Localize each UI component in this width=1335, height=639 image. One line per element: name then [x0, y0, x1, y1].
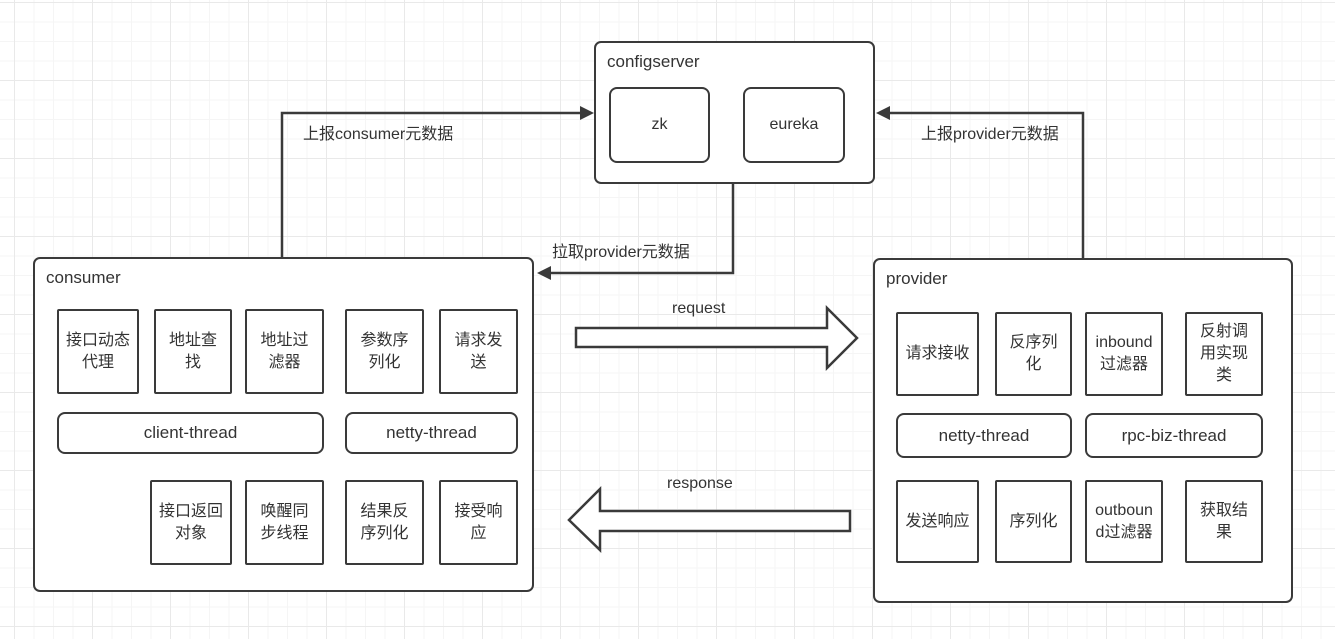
edge-provider-to-configserver	[888, 111, 1085, 258]
consumer-step-address-filter: 地址过滤器	[245, 309, 324, 394]
provider-step-serialize: 序列化	[995, 480, 1072, 563]
arrowhead-consumer-to-configserver	[580, 106, 594, 120]
provider-title: provider	[886, 269, 948, 288]
configserver-title: configserver	[607, 52, 700, 71]
arrowhead-provider-to-configserver	[876, 106, 890, 120]
label-report-provider-metadata: 上报provider元数据	[921, 126, 1059, 143]
provider-step-outbound-filter: outbound过滤器	[1085, 480, 1163, 563]
provider-step-get-result: 获取结果	[1185, 480, 1263, 563]
label-pull-provider-metadata: 拉取provider元数据	[552, 244, 690, 261]
provider-step-deserialize: 反序列化	[995, 312, 1072, 396]
edge-configserver-to-consumer	[549, 184, 735, 275]
request-block-arrow	[574, 304, 859, 372]
provider-step-request-receive: 请求接收	[896, 312, 979, 396]
provider-step-send-response: 发送响应	[896, 480, 979, 563]
provider-netty-thread: netty-thread	[896, 413, 1072, 458]
label-response: response	[667, 475, 733, 492]
consumer-client-thread: client-thread	[57, 412, 324, 454]
consumer-step-request-send: 请求发送	[439, 309, 518, 394]
consumer-netty-thread: netty-thread	[345, 412, 518, 454]
consumer-step-result-deserialize: 结果反序列化	[345, 480, 424, 565]
provider-step-inbound-filter: inbound过滤器	[1085, 312, 1163, 396]
zk-box: zk	[609, 87, 710, 163]
consumer-step-address-lookup: 地址查找	[154, 309, 232, 394]
provider-rpc-biz-thread: rpc-biz-thread	[1085, 413, 1263, 458]
response-block-arrow	[567, 485, 852, 553]
consumer-step-dynamic-proxy: 接口动态代理	[57, 309, 139, 394]
eureka-box: eureka	[743, 87, 845, 163]
consumer-step-param-serialize: 参数序列化	[345, 309, 424, 394]
arrowhead-configserver-to-consumer	[537, 266, 551, 280]
label-request: request	[672, 300, 726, 317]
configserver-node: configserver zk eureka	[594, 41, 875, 184]
provider-step-reflect-invoke: 反射调用实现类	[1185, 312, 1263, 396]
consumer-node: consumer 接口动态代理 地址查找 地址过滤器 参数序列化 请求发送 cl…	[33, 257, 534, 592]
consumer-title: consumer	[46, 268, 121, 287]
consumer-step-wake-sync-thread: 唤醒同步线程	[245, 480, 324, 565]
consumer-step-receive-response: 接受响应	[439, 480, 518, 565]
provider-node: provider 请求接收 反序列化 inbound过滤器 反射调用实现类 ne…	[873, 258, 1293, 603]
edge-consumer-to-configserver	[280, 111, 582, 257]
consumer-step-return-object: 接口返回对象	[150, 480, 232, 565]
label-report-consumer-metadata: 上报consumer元数据	[303, 126, 454, 143]
